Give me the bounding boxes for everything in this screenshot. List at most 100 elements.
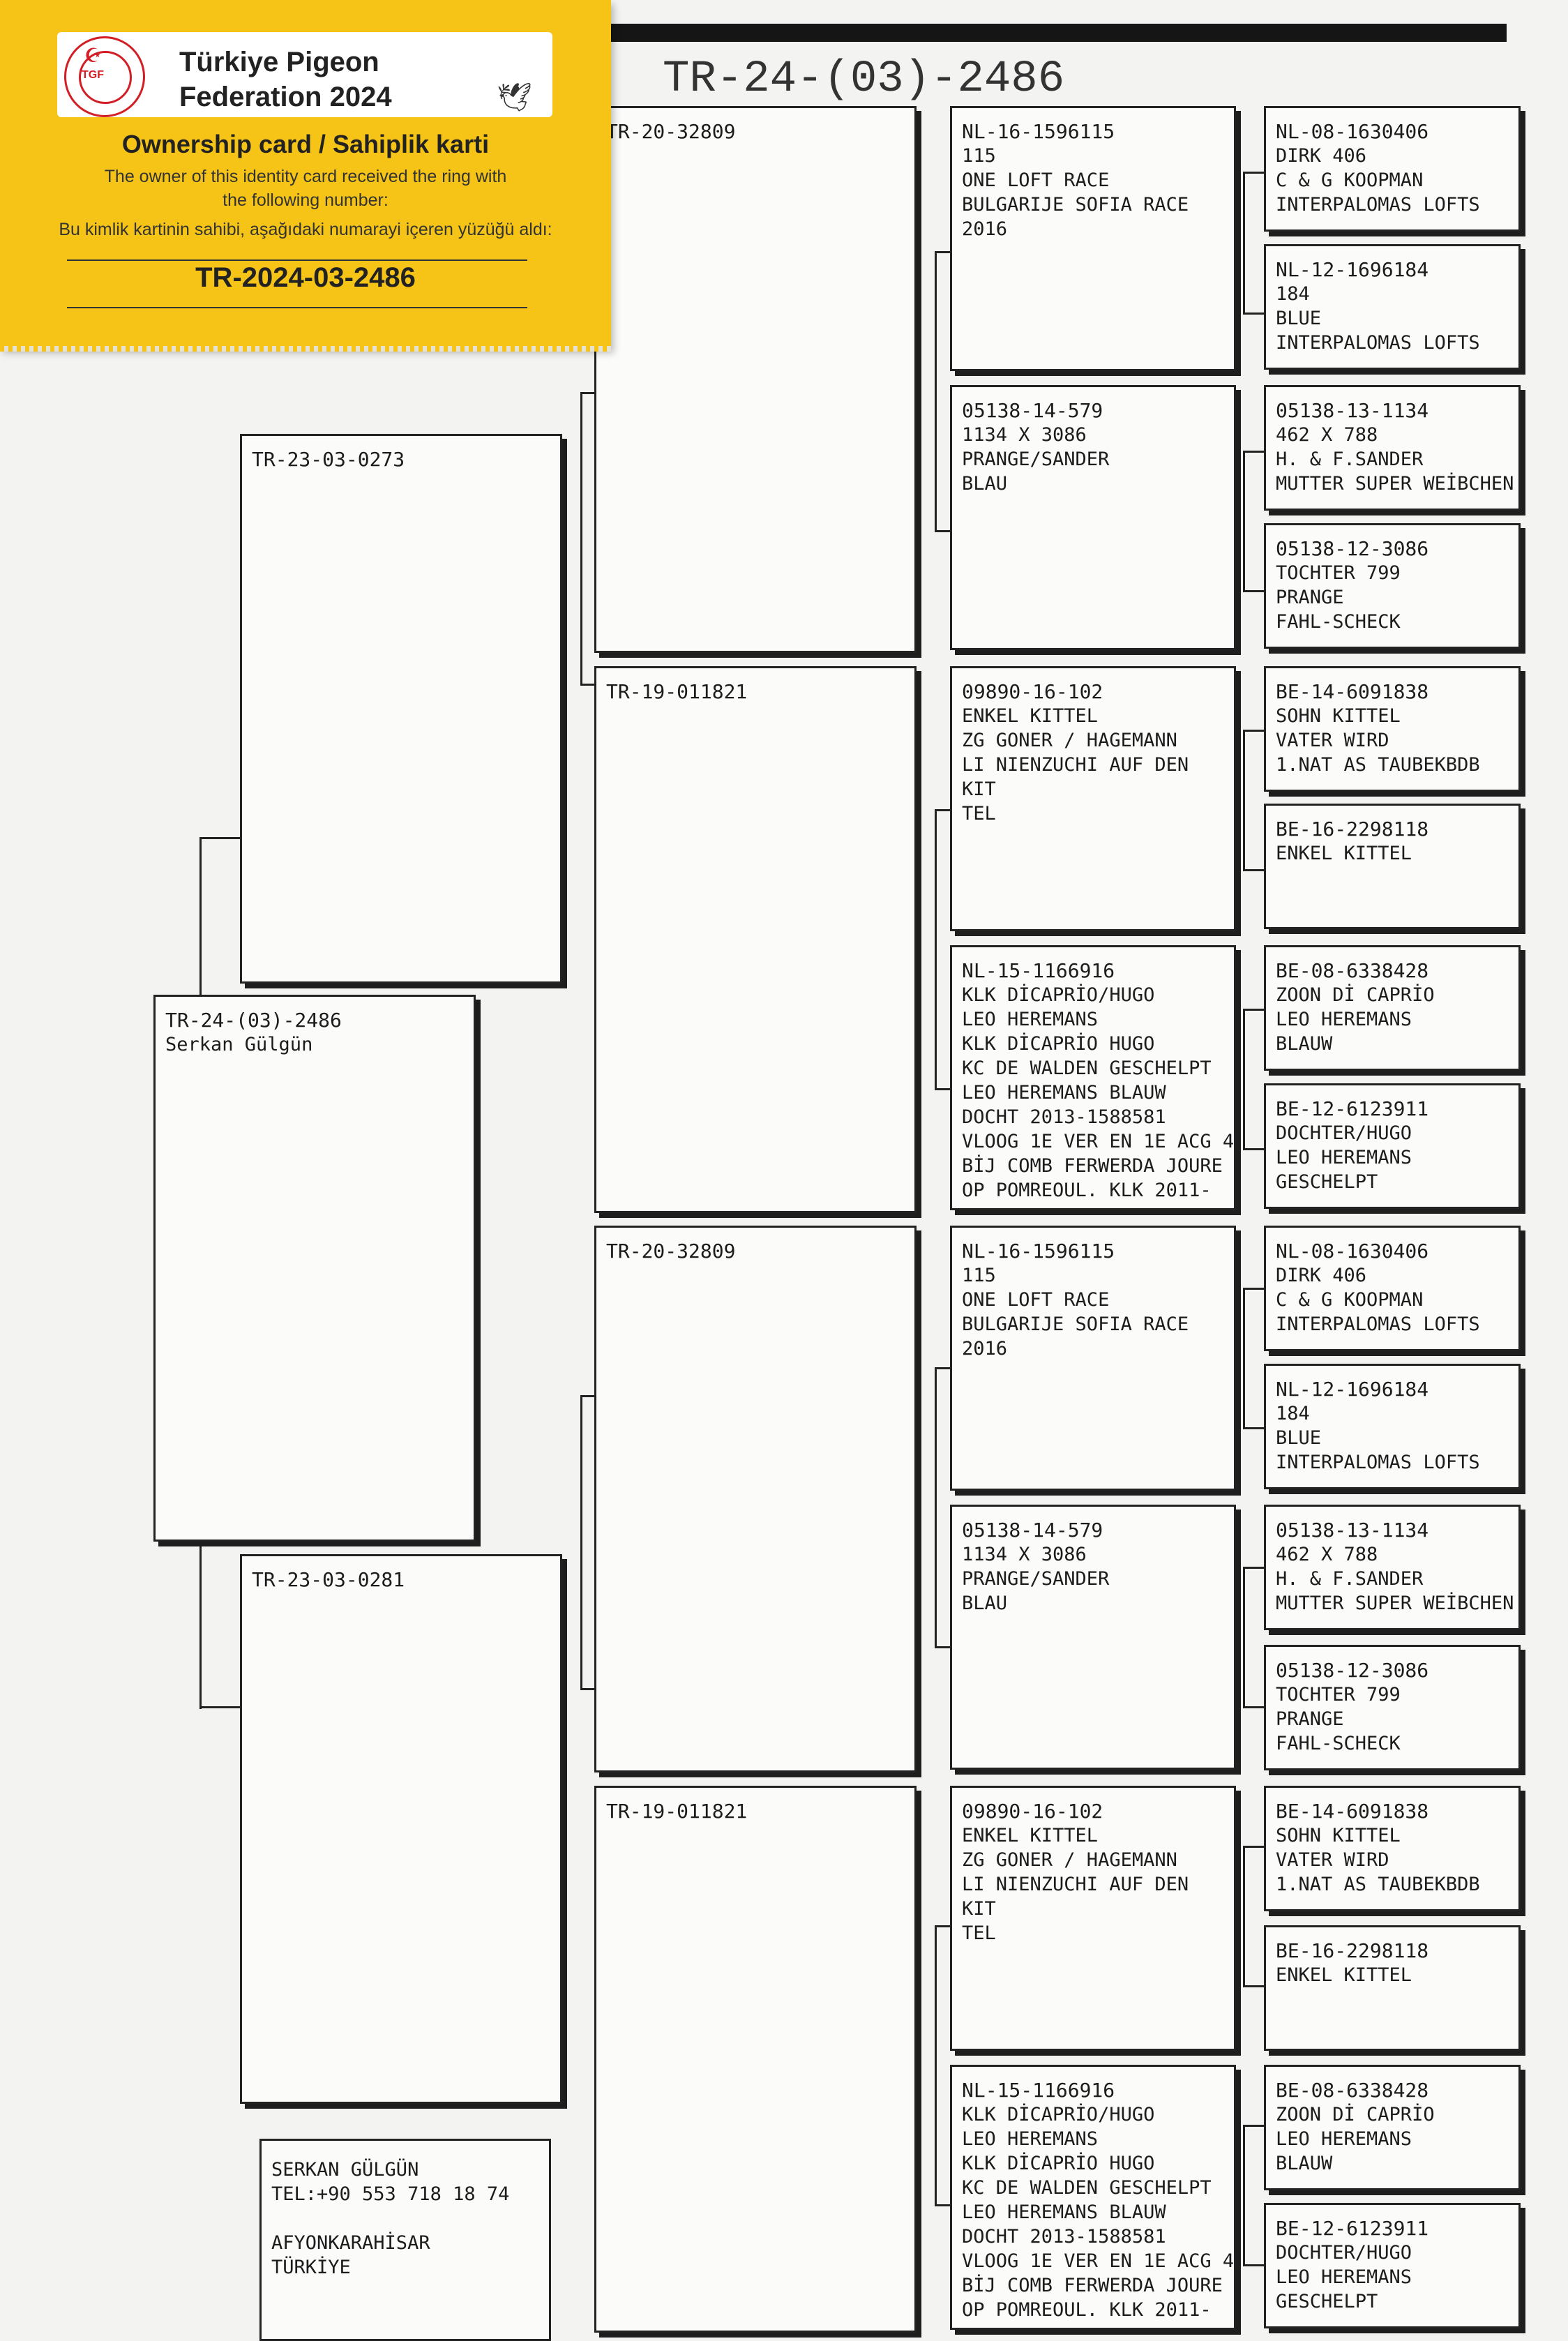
sire-box[interactable]: TR-23-03-0273 bbox=[240, 434, 562, 984]
info-line: DIRK 406 bbox=[1276, 1265, 1367, 1286]
ring-number: 05138-14-579 bbox=[962, 399, 1103, 422]
connector bbox=[935, 809, 950, 811]
ring-number: 05138-14-579 bbox=[962, 1519, 1103, 1542]
ring-number: NL-16-1596115 bbox=[962, 120, 1115, 143]
info-line: INTERPALOMAS LOFTS bbox=[1276, 332, 1480, 354]
grandparent-box-2[interactable]: TR-19-011821 bbox=[594, 666, 917, 1213]
ring-number: 09890-16-102 bbox=[962, 680, 1103, 703]
grandparent-box-3-text: TR-20-32809 bbox=[596, 1228, 914, 1274]
grandparent-box-4[interactable]: TR-19-011821 bbox=[594, 1786, 917, 2333]
ring-number: NL-12-1696184 bbox=[1276, 1378, 1429, 1401]
pigeon-icon: 🕊 bbox=[497, 82, 532, 113]
connector bbox=[1243, 869, 1264, 871]
connector bbox=[1243, 730, 1245, 869]
info-line: LEO HEREMANS bbox=[1276, 1147, 1412, 1168]
info-line: ONE LOFT RACE bbox=[962, 170, 1110, 191]
info-line: SOHN KITTEL bbox=[1276, 705, 1401, 727]
connector bbox=[199, 1706, 240, 1708]
connector bbox=[1243, 1846, 1245, 1985]
info-line: LI NIENZUCHI AUF DEN bbox=[962, 754, 1189, 776]
info-line: MUTTER SUPER WEİBCHEN bbox=[1276, 1593, 1514, 1614]
ring-number: TR-24-(03)-2486 bbox=[165, 1009, 342, 1032]
info-line: INTERPALOMAS LOFTS bbox=[1276, 194, 1480, 216]
connector bbox=[935, 1925, 950, 1927]
card-rule-top bbox=[67, 259, 527, 261]
connector bbox=[1243, 1706, 1264, 1708]
connector bbox=[1243, 1148, 1264, 1150]
info-line: TOCHTER 799 bbox=[1276, 562, 1401, 584]
info-line: LEO HEREMANS bbox=[1276, 2128, 1412, 2150]
info-line: LEO HEREMANS bbox=[962, 1009, 1099, 1030]
card-text-tr: Bu kimlik kartinin sahibi, aşağıdaki num… bbox=[59, 220, 552, 239]
ring-number: 05138-13-1134 bbox=[1276, 399, 1429, 422]
info-line: LEO HEREMANS bbox=[1276, 1009, 1412, 1030]
dam-box[interactable]: TR-23-03-0281 bbox=[240, 1554, 562, 2104]
info-line: KC DE WALDEN GESCHELPT bbox=[962, 1057, 1212, 1079]
connector bbox=[935, 251, 950, 253]
info-line: 2016 bbox=[962, 1338, 1008, 1360]
info-line: MUTTER SUPER WEİBCHEN bbox=[1276, 473, 1514, 495]
ring-number: 05138-13-1134 bbox=[1276, 1519, 1429, 1542]
grandparent-box-1[interactable]: TR-20-32809 bbox=[594, 106, 917, 653]
info-line: LEO HEREMANS bbox=[962, 2128, 1099, 2150]
info-line: PRANGE/SANDER bbox=[962, 1568, 1110, 1590]
info-line: VLOOG 1E VER EN 1E ACG 4 bbox=[962, 1131, 1235, 1152]
info-line: TOCHTER 799 bbox=[1276, 1684, 1401, 1706]
connector bbox=[1243, 451, 1245, 590]
ring-number: 05138-12-3086 bbox=[1276, 537, 1429, 560]
info-line: KLK DİCAPRİO/HUGO bbox=[962, 984, 1155, 1006]
connector bbox=[935, 809, 937, 1088]
grandparent-box-3[interactable]: TR-20-32809 bbox=[594, 1226, 917, 1772]
info-line: 462 X 788 bbox=[1276, 424, 1378, 446]
info-line: VATER WIRD bbox=[1276, 730, 1389, 751]
info-line: ENKEL KITTEL bbox=[962, 705, 1099, 727]
info-line: PRANGE/SANDER bbox=[962, 449, 1110, 470]
connector bbox=[1243, 1567, 1264, 1569]
info-line: 115 bbox=[962, 145, 996, 167]
info-line: LI NIENZUCHI AUF DEN bbox=[962, 1874, 1189, 1895]
info-line: BULGARIJE SOFIA RACE bbox=[962, 194, 1189, 216]
connector bbox=[935, 1367, 937, 1646]
info-line: PRANGE bbox=[1276, 587, 1344, 608]
